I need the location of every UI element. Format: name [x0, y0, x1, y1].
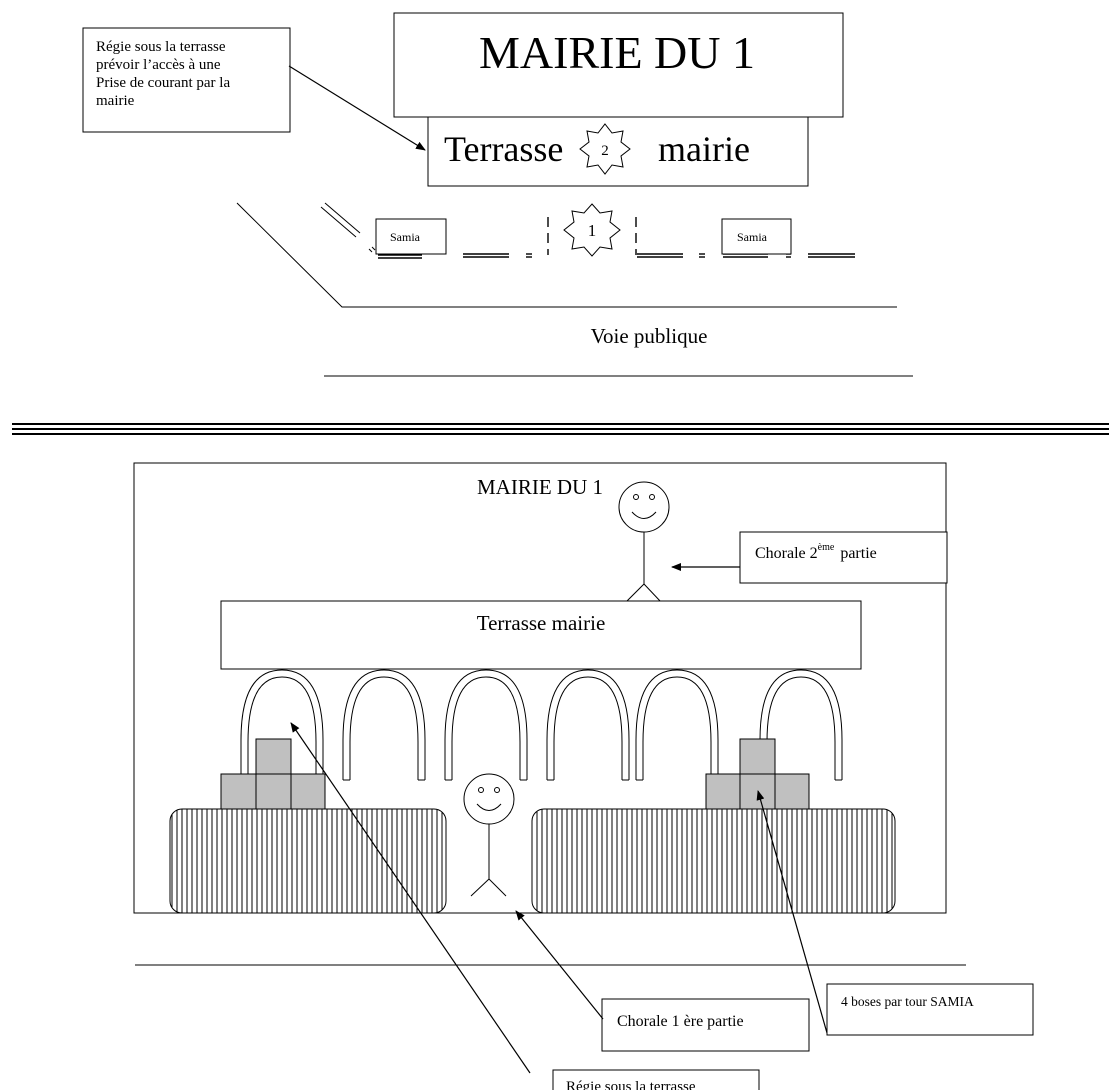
star-2-icon: 2 — [579, 123, 631, 175]
chorale-one-label: Chorale 1 ère partie — [617, 1013, 744, 1030]
mairie-facade — [133, 462, 947, 914]
front-view: MAIRIE DU 1 Chorale 2ème partie Terrasse … — [133, 462, 1034, 1090]
chorale-one-box: Chorale 1 ère partie — [601, 998, 810, 1052]
street-edge — [236, 202, 897, 308]
stage-platform-left — [169, 808, 447, 914]
terrace-slab-label: Terrasse mairie — [477, 611, 606, 635]
speaker-stack-left — [220, 738, 326, 810]
regie-note-box: Régie sous la terrasse prévoir l’accès à… — [82, 27, 291, 133]
samia-label-left: Samia — [390, 230, 421, 244]
samia-boxes-note: 4 boses par tour SAMIA — [826, 983, 1034, 1036]
top-plan: Régie sous la terrasse prévoir l’accès à… — [82, 12, 913, 377]
regie-arrow — [290, 722, 531, 1074]
samia-stand-left: Samia — [375, 218, 447, 255]
regie-note-arrow — [288, 65, 426, 151]
regie-note-line-1: Régie sous la terrasse — [96, 39, 226, 55]
svg-text:Régie sous la terrasse: Régie sous la terrasse prévoir l’accès à… — [96, 39, 234, 109]
samia-boxes-label: 4 boses par tour SAMIA — [841, 994, 974, 1009]
star-1-number: 1 — [588, 221, 597, 240]
arch-5 — [635, 669, 719, 781]
regie-bottom-note: Régie sous la terrasse — [552, 1069, 760, 1090]
chorale-two-superscript: ème — [818, 542, 835, 553]
arch-4 — [546, 669, 630, 781]
chorale-two-label-end: partie — [840, 545, 876, 562]
terrace-slab — [220, 600, 862, 670]
star-1-icon: 1 — [563, 203, 621, 257]
chorale-one-figure-icon — [463, 773, 515, 897]
regie-note-line-2: prévoir l’accès à une — [96, 57, 221, 73]
chorale-one-arrow — [515, 910, 604, 1020]
regie-note-line-3: Prise de courant par la — [96, 75, 230, 91]
chorale-two-label: Chorale 2 — [755, 545, 818, 562]
samia-boxes-arrow — [756, 790, 828, 1034]
samia-stand-right: Samia — [721, 218, 792, 255]
mairie-box — [393, 12, 844, 118]
terrace-label-right: mairie — [658, 129, 750, 169]
arch-3 — [444, 669, 528, 781]
mairie-title: MAIRIE DU 1 — [479, 27, 755, 78]
barrier-row — [378, 217, 855, 259]
section-separator — [12, 423, 1109, 435]
street-label: Voie publique — [591, 324, 708, 348]
star-2-number: 2 — [601, 143, 609, 159]
terrace-label-left: Terrasse — [444, 129, 563, 169]
regie-bottom-label: Régie sous la terrasse — [566, 1079, 696, 1090]
chorale-two-figure-icon — [618, 481, 670, 603]
speaker-stack-right — [705, 738, 810, 810]
arch-2 — [342, 669, 426, 781]
regie-note-line-4: mairie — [96, 93, 135, 109]
facade-title: MAIRIE DU 1 — [477, 475, 603, 499]
chorale-two-box: Chorale 2ème partie — [739, 531, 948, 584]
arcade-arches — [240, 669, 843, 781]
stage-platform-right — [531, 808, 896, 914]
samia-label-right: Samia — [737, 230, 768, 244]
